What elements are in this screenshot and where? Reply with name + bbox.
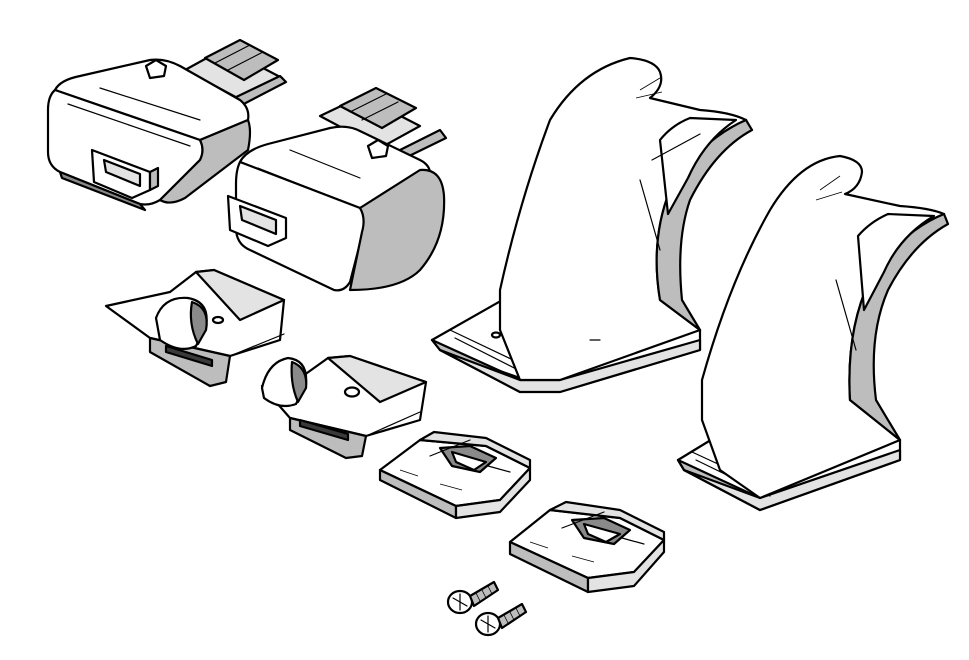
sliding-clip-1 [104, 268, 286, 388]
locking-clip-2 [508, 500, 666, 594]
mounting-bracket-1 [430, 56, 754, 394]
locking-clip-1 [378, 430, 532, 520]
end-cap-left [46, 38, 288, 212]
screw-1 [446, 580, 500, 615]
sliding-clip-2 [260, 354, 428, 460]
mounting-bracket-2 [676, 154, 950, 512]
end-cap-right [226, 86, 448, 292]
screw-2 [474, 602, 528, 637]
